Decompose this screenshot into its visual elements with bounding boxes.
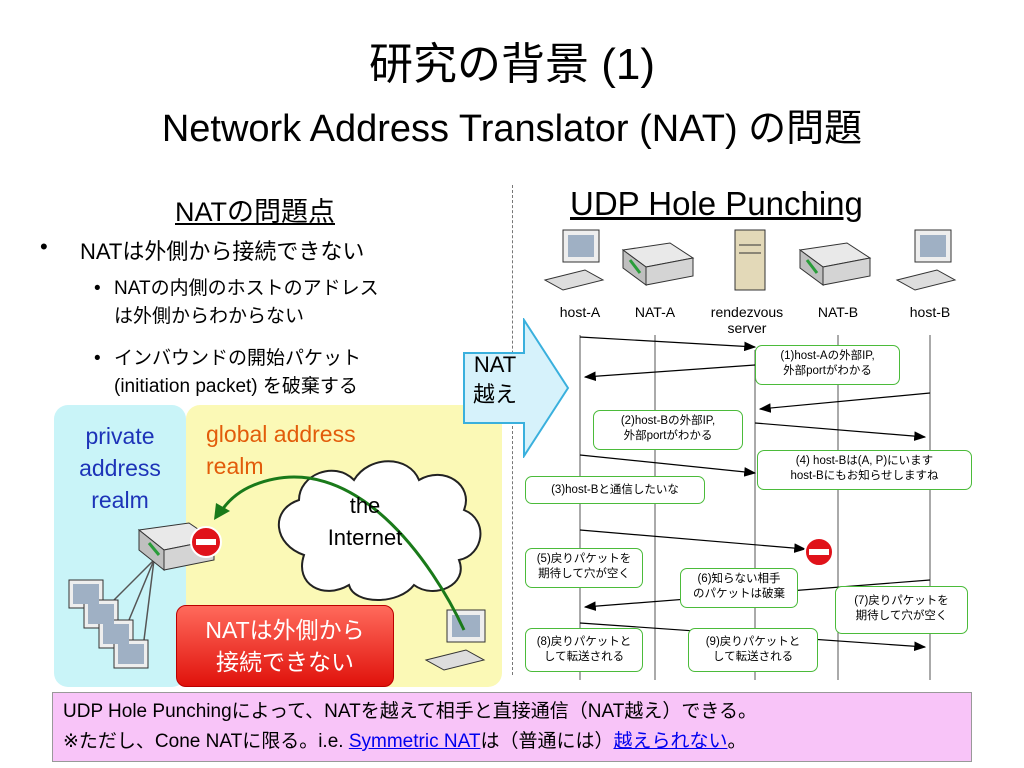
host-a-icon — [543, 229, 605, 291]
nat-b-icon — [798, 242, 872, 286]
host-b-icon — [895, 229, 957, 291]
callout-2: (2)host-Bの外部IP,外部portがわかる — [593, 410, 743, 450]
bullet-sub-1: •NATの内側のホストのアドレスは外側からわからない — [94, 278, 379, 327]
callout-1: (1)host-Aの外部IP,外部portがわかる — [755, 345, 900, 385]
global-realm-label: global address realm — [206, 421, 356, 479]
slide-title: 研究の背景 (1) — [369, 40, 655, 89]
internet-label: the Internet — [327, 493, 403, 550]
bullet-main: •NATは外側から接続できない — [40, 234, 365, 264]
symmetric-nat-link[interactable]: Symmetric NAT — [348, 731, 481, 752]
udp-hole-punching-heading: UDP Hole Punching — [570, 185, 863, 222]
blocked-icon — [190, 526, 222, 558]
nat-b-label: NAT-B — [817, 304, 859, 320]
drop-icon — [804, 537, 834, 567]
sequence-diagram — [543, 229, 957, 680]
callout-9: (9)戻りパケットとして転送される — [688, 628, 818, 672]
external-host-icon — [424, 609, 486, 671]
callout-6: (6)知らない相手のパケットは破棄 — [680, 568, 798, 608]
lan-lines — [113, 559, 155, 641]
callout-7: (7)戻りパケットを期待して穴が空く — [835, 586, 968, 634]
private-realm-label: private address realm — [79, 423, 161, 513]
nat-traversal-label: NAT 越え — [472, 352, 517, 407]
inbound-packet-arrow — [220, 475, 466, 631]
nat-a-label: NAT-A — [634, 304, 676, 320]
cannot-traverse-link[interactable]: 越えられない — [613, 731, 728, 752]
callout-5: (5)戻りパケットを期待して穴が空く — [525, 548, 643, 588]
host-a-label: host-A — [559, 304, 601, 320]
private-hosts-icon — [68, 579, 149, 669]
host-b-label: host-B — [909, 304, 951, 320]
bullet-sub-2: •インバウンドの開始パケット(initiation packet) を破棄する — [94, 348, 362, 397]
summary-line-2: ※ただし、Cone NATに限る。i.e. Symmetric NATは（普通に… — [63, 731, 747, 752]
internet-cloud — [278, 460, 482, 601]
summary-line-1: UDP Hole Punchingによって、NATを越えて相手と直接通信（NAT… — [63, 701, 758, 722]
callout-8: (8)戻りパケットとして転送される — [525, 628, 643, 672]
summary-box: UDP Hole Punchingによって、NATを越えて相手と直接通信（NAT… — [52, 692, 972, 762]
slide-subtitle: Network Address Translator (NAT) の問題 — [161, 108, 863, 150]
nat-traversal-arrow — [463, 318, 570, 458]
callout-3: (3)host-Bと通信したいな — [525, 476, 705, 504]
column-divider — [512, 185, 513, 675]
nat-blocks-callout: NATは外側から 接続できない — [176, 605, 394, 687]
nat-diagram — [68, 460, 486, 671]
rendezvous-server-icon — [734, 229, 766, 291]
nat-problems-heading: NATの問題点 — [175, 197, 335, 227]
nat-a-icon — [621, 242, 695, 286]
